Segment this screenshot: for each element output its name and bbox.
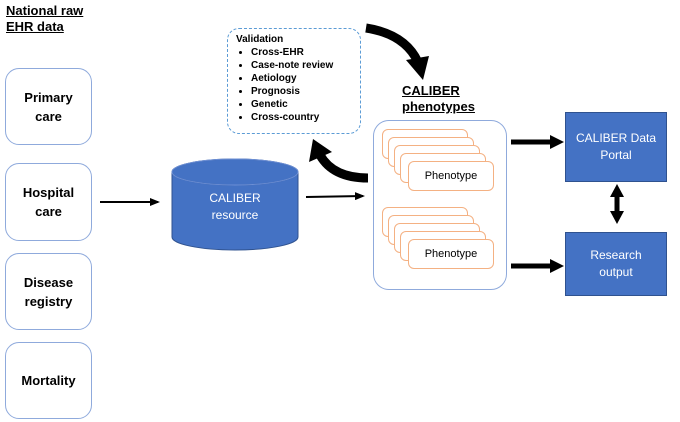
- phenotypes-heading-line1: CALIBER: [402, 83, 460, 98]
- ehr-data-title-line2: EHR data: [6, 19, 64, 34]
- output-line1: Research: [590, 248, 642, 262]
- source-primary-care-line1: Primary: [24, 89, 73, 105]
- source-mortality: Mortality: [5, 342, 92, 419]
- validation-item: Aetiology: [251, 72, 354, 85]
- source-hospital-care-line1: Hospital: [22, 185, 75, 200]
- phenotype-card-label: Phenotype: [424, 248, 478, 260]
- validation-item: Cross-country: [251, 111, 354, 124]
- curved-arrow-to-phenotypes: [365, 23, 429, 80]
- source-hospital-care: Hospital care: [5, 163, 92, 241]
- research-output-box: Research output: [565, 232, 667, 296]
- validation-item: Genetic: [251, 98, 354, 111]
- phenotypes-heading-line2: phenotypes: [402, 99, 475, 114]
- caliber-resource-line1: CALIBER: [209, 191, 261, 205]
- portal-line2: Portal: [600, 148, 632, 162]
- output-line2: output: [599, 265, 633, 279]
- phenotype-card-upper: Phenotype: [408, 161, 494, 191]
- source-disease-registry-line2: registry: [24, 293, 73, 309]
- phenotypes-heading: CALIBER phenotypes: [402, 83, 475, 115]
- arrow-resource-to-phenotypes: [305, 192, 365, 201]
- caliber-resource-line2: resource: [211, 208, 259, 222]
- source-mortality-line1: Mortality: [21, 373, 76, 388]
- source-disease-registry-line1: Disease: [23, 274, 74, 290]
- arrow-to-portal: [511, 135, 564, 149]
- caliber-resource-label: CALIBER resource: [172, 190, 298, 224]
- caliber-resource-cylinder: [171, 158, 299, 251]
- ehr-data-title: National raw EHR data: [6, 3, 83, 35]
- validation-item: Prognosis: [251, 85, 354, 98]
- validation-box: Validation Cross-EHR Case-note review Ae…: [227, 28, 361, 134]
- validation-list: Cross-EHR Case-note review Aetiology Pro…: [236, 46, 354, 124]
- source-primary-care: Primary care: [5, 68, 92, 145]
- curved-arrow-to-validation: [309, 139, 369, 183]
- ehr-data-title-line1: National raw: [6, 3, 84, 18]
- validation-item: Case-note review: [251, 59, 354, 72]
- validation-item: Cross-EHR: [251, 46, 354, 59]
- caliber-data-portal-box: CALIBER Data Portal: [565, 112, 667, 182]
- phenotypes-container: Phenotype Phenotype: [373, 120, 507, 290]
- phenotype-card-lower: Phenotype: [408, 239, 494, 269]
- source-disease-registry: Disease registry: [5, 253, 92, 330]
- source-hospital-care-line2: care: [35, 204, 62, 219]
- phenotype-card-label: Phenotype: [424, 170, 478, 182]
- portal-line1: CALIBER Data: [575, 131, 657, 145]
- arrow-to-research-output: [511, 259, 564, 273]
- source-primary-care-line2: care: [35, 108, 62, 124]
- validation-heading: Validation: [236, 34, 284, 45]
- double-arrow-portal-output: [610, 184, 624, 224]
